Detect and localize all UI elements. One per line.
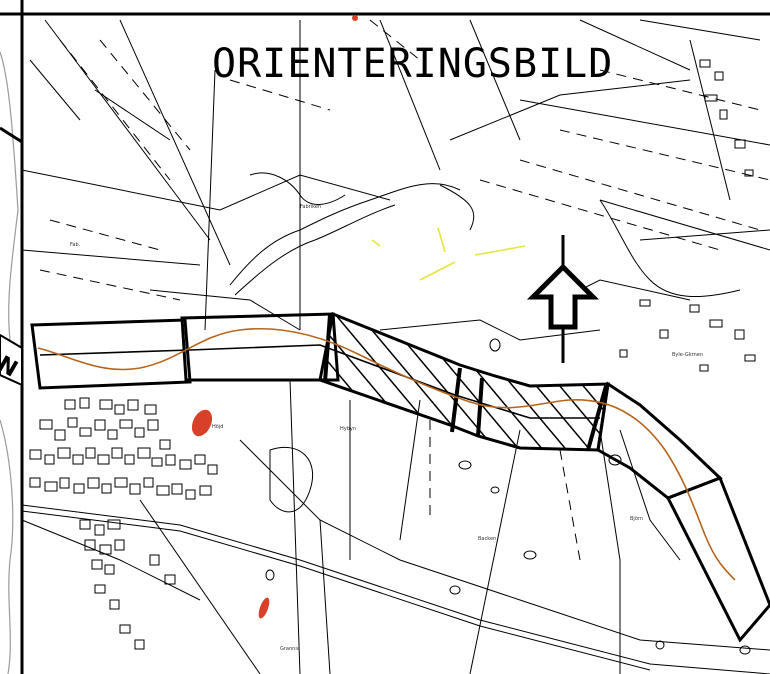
place-labels: Fab. Höjd Fabriken Hybyn Björn Byle-Gkrn… [70,204,703,652]
marker-blob-small [258,597,270,619]
marker-blob-large [191,409,213,437]
settlement-northeast [619,59,756,372]
field-dashes [39,19,770,561]
corridor-segment-southeast [665,476,770,643]
region-boundary [0,51,19,674]
place-label: Hybyn [340,426,356,432]
place-label: Grannia [280,646,300,652]
marker-dot-top [352,15,358,21]
town-blocks [29,397,218,650]
yellow-markings [371,227,526,281]
property-lines [21,19,770,674]
place-label: Björn [630,516,643,522]
north-arrow-icon [526,235,600,363]
red-markers [191,15,358,619]
map-title: ORIENTERINGSBILD [212,41,613,87]
corridor [30,311,770,643]
place-label: Backen [478,536,496,542]
place-label: Byle-Gkrnen [672,352,703,358]
corridor-segment-west [30,318,192,390]
place-label: Fabriken [300,204,321,210]
edge-road: N [0,126,23,387]
place-label: Fab. [70,242,81,248]
route-line [37,327,736,581]
terrain-features [265,338,751,655]
railway [21,504,770,674]
watercourse [229,172,741,298]
place-label: Höjd [212,424,223,430]
